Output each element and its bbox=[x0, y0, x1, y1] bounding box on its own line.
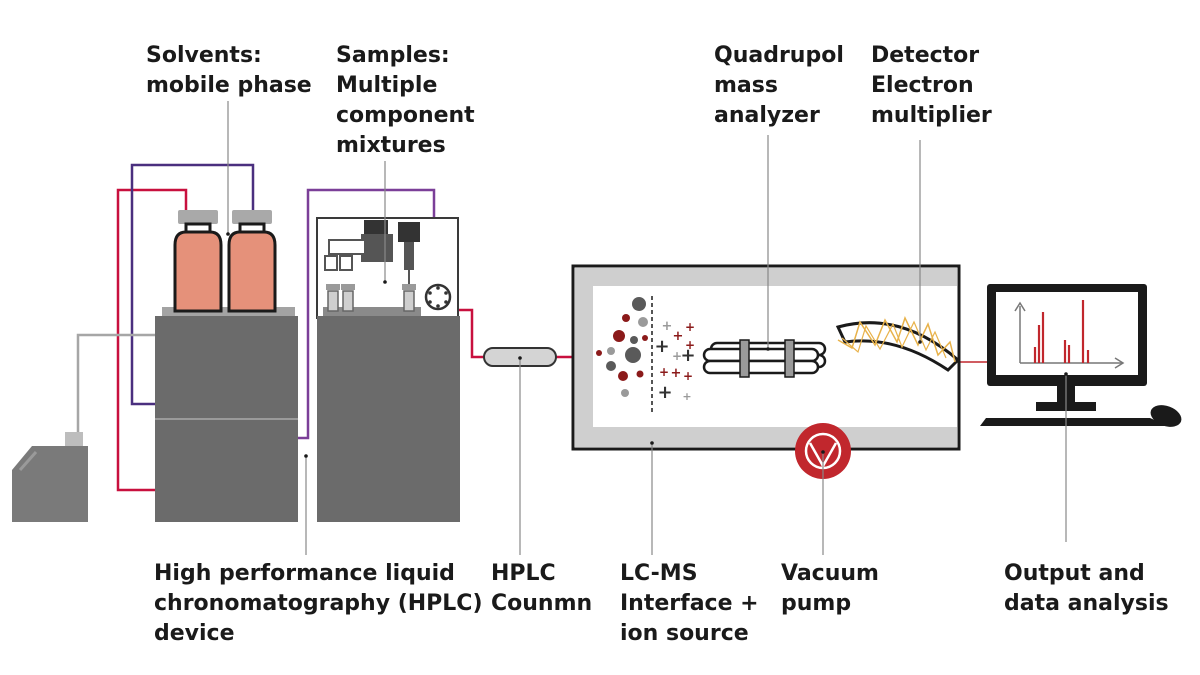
quadrupole-rods bbox=[702, 339, 827, 378]
svg-text:+: + bbox=[662, 319, 673, 334]
label-vacuum: Vacuum pump bbox=[781, 559, 879, 619]
label-output: Output and data analysis bbox=[1004, 559, 1169, 619]
label-vacuum-line-2: pump bbox=[781, 591, 852, 616]
label-interface-line-3: ion source bbox=[620, 621, 749, 646]
label-hplc-device: High performance liquid chronomatography… bbox=[154, 559, 483, 649]
label-samples-line-4: mixtures bbox=[336, 133, 446, 158]
label-output-line-2: data analysis bbox=[1004, 591, 1169, 616]
label-hplc-column-line-2: Counmn bbox=[491, 591, 593, 616]
label-hplc-device-line-1: High performance liquid bbox=[154, 561, 455, 586]
svg-text:+: + bbox=[673, 329, 684, 344]
electron-multiplier bbox=[835, 316, 961, 372]
ion-droplets bbox=[596, 296, 653, 412]
leader-lines bbox=[227, 101, 1067, 555]
svg-text:+: + bbox=[685, 338, 695, 352]
label-vacuum-line-1: Vacuum bbox=[781, 561, 879, 586]
label-quadrupole: Quadrupol mass analyzer bbox=[714, 41, 844, 131]
hplc-pump-module bbox=[155, 307, 298, 522]
svg-text:+: + bbox=[654, 336, 669, 357]
label-samples-line-3: component bbox=[336, 103, 475, 128]
svg-text:+: + bbox=[657, 382, 672, 403]
solvent-bottle-2 bbox=[227, 210, 277, 313]
gray-tube-left bbox=[76, 333, 156, 438]
svg-text:+: + bbox=[683, 369, 693, 383]
svg-text:+: + bbox=[680, 345, 695, 366]
label-hplc-column: HPLC Counmn bbox=[491, 559, 592, 619]
label-quadrupole-line-1: Quadrupol bbox=[714, 43, 844, 68]
svg-text:+: + bbox=[659, 365, 669, 379]
label-solvents: Solvents: mobile phase bbox=[146, 41, 312, 101]
solvent-bottle-1 bbox=[173, 210, 223, 313]
label-solvents-line-1: Solvents: bbox=[146, 43, 262, 68]
label-hplc-column-line-1: HPLC bbox=[491, 561, 556, 586]
label-detector-line-3: multiplier bbox=[871, 103, 992, 128]
label-hplc-device-line-3: device bbox=[154, 621, 235, 646]
svg-text:+: + bbox=[671, 366, 682, 381]
label-interface-line-1: LC-MS bbox=[620, 561, 698, 586]
label-output-line-1: Output and bbox=[1004, 561, 1145, 586]
label-quadrupole-line-2: mass bbox=[714, 73, 778, 98]
label-quadrupole-line-3: analyzer bbox=[714, 103, 820, 128]
label-solvents-line-2: mobile phase bbox=[146, 73, 312, 98]
svg-text:+: + bbox=[682, 390, 691, 403]
label-interface-line-2: Interface + bbox=[620, 591, 759, 616]
autosampler-module bbox=[316, 217, 460, 522]
svg-text:+: + bbox=[672, 349, 682, 363]
label-samples-line-1: Samples: bbox=[336, 43, 450, 68]
spectrum-plot bbox=[1014, 300, 1125, 369]
label-detector-line-2: Electron bbox=[871, 73, 974, 98]
label-detector: Detector Electron multiplier bbox=[871, 41, 992, 131]
label-detector-line-1: Detector bbox=[871, 43, 980, 68]
label-interface: LC-MS Interface + ion source bbox=[620, 559, 759, 649]
red-tube-left bbox=[116, 188, 188, 492]
red-tube-to-column bbox=[456, 308, 484, 359]
leader-dots bbox=[226, 232, 1068, 458]
svg-text:+: + bbox=[685, 320, 695, 334]
purple-tube-left bbox=[130, 163, 255, 406]
ions: + + + + + + + + + + + + bbox=[654, 319, 695, 403]
solvent-canister bbox=[12, 432, 88, 522]
label-hplc-device-line-2: chronomatography (HPLC) bbox=[154, 591, 483, 616]
label-samples: Samples: Multiple component mixtures bbox=[336, 41, 475, 161]
label-samples-line-2: Multiple bbox=[336, 73, 438, 98]
